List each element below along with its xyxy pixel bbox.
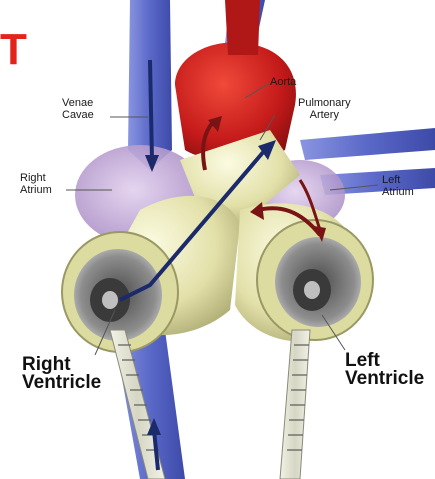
pulmonary-vein-upper: [300, 128, 435, 160]
venous-flow-arrow: [150, 60, 152, 160]
label-pulmonary-artery-line2: Artery: [298, 109, 351, 121]
label-left-atrium-line2: Atrium: [382, 186, 414, 198]
label-venae-cavae: Venae Cavae: [62, 97, 94, 121]
label-aorta: Aorta: [270, 76, 296, 88]
corner-letter-mark: T: [0, 30, 27, 70]
label-pulmonary-artery-line1: Pulmonary: [298, 97, 351, 109]
label-aorta-text: Aorta: [270, 76, 296, 88]
label-right-ventricle: Right Ventricle: [22, 356, 101, 392]
label-left-atrium: Left Atrium: [382, 174, 414, 198]
label-venae-cavae-line1: Venae: [62, 97, 94, 109]
label-left-ventricle: Left Ventricle: [345, 352, 424, 388]
label-pulmonary-artery: Pulmonary Artery: [298, 97, 351, 121]
aorta-top-branch: [225, 0, 260, 55]
label-venae-cavae-line2: Cavae: [62, 109, 94, 121]
label-right-atrium: Right Atrium: [20, 172, 52, 196]
label-right-atrium-line1: Right: [20, 172, 52, 184]
label-left-atrium-line1: Left: [382, 174, 414, 186]
label-left-ventricle-line2: Ventricle: [345, 370, 424, 388]
label-right-ventricle-line2: Ventricle: [22, 374, 101, 392]
label-right-atrium-line2: Atrium: [20, 184, 52, 196]
